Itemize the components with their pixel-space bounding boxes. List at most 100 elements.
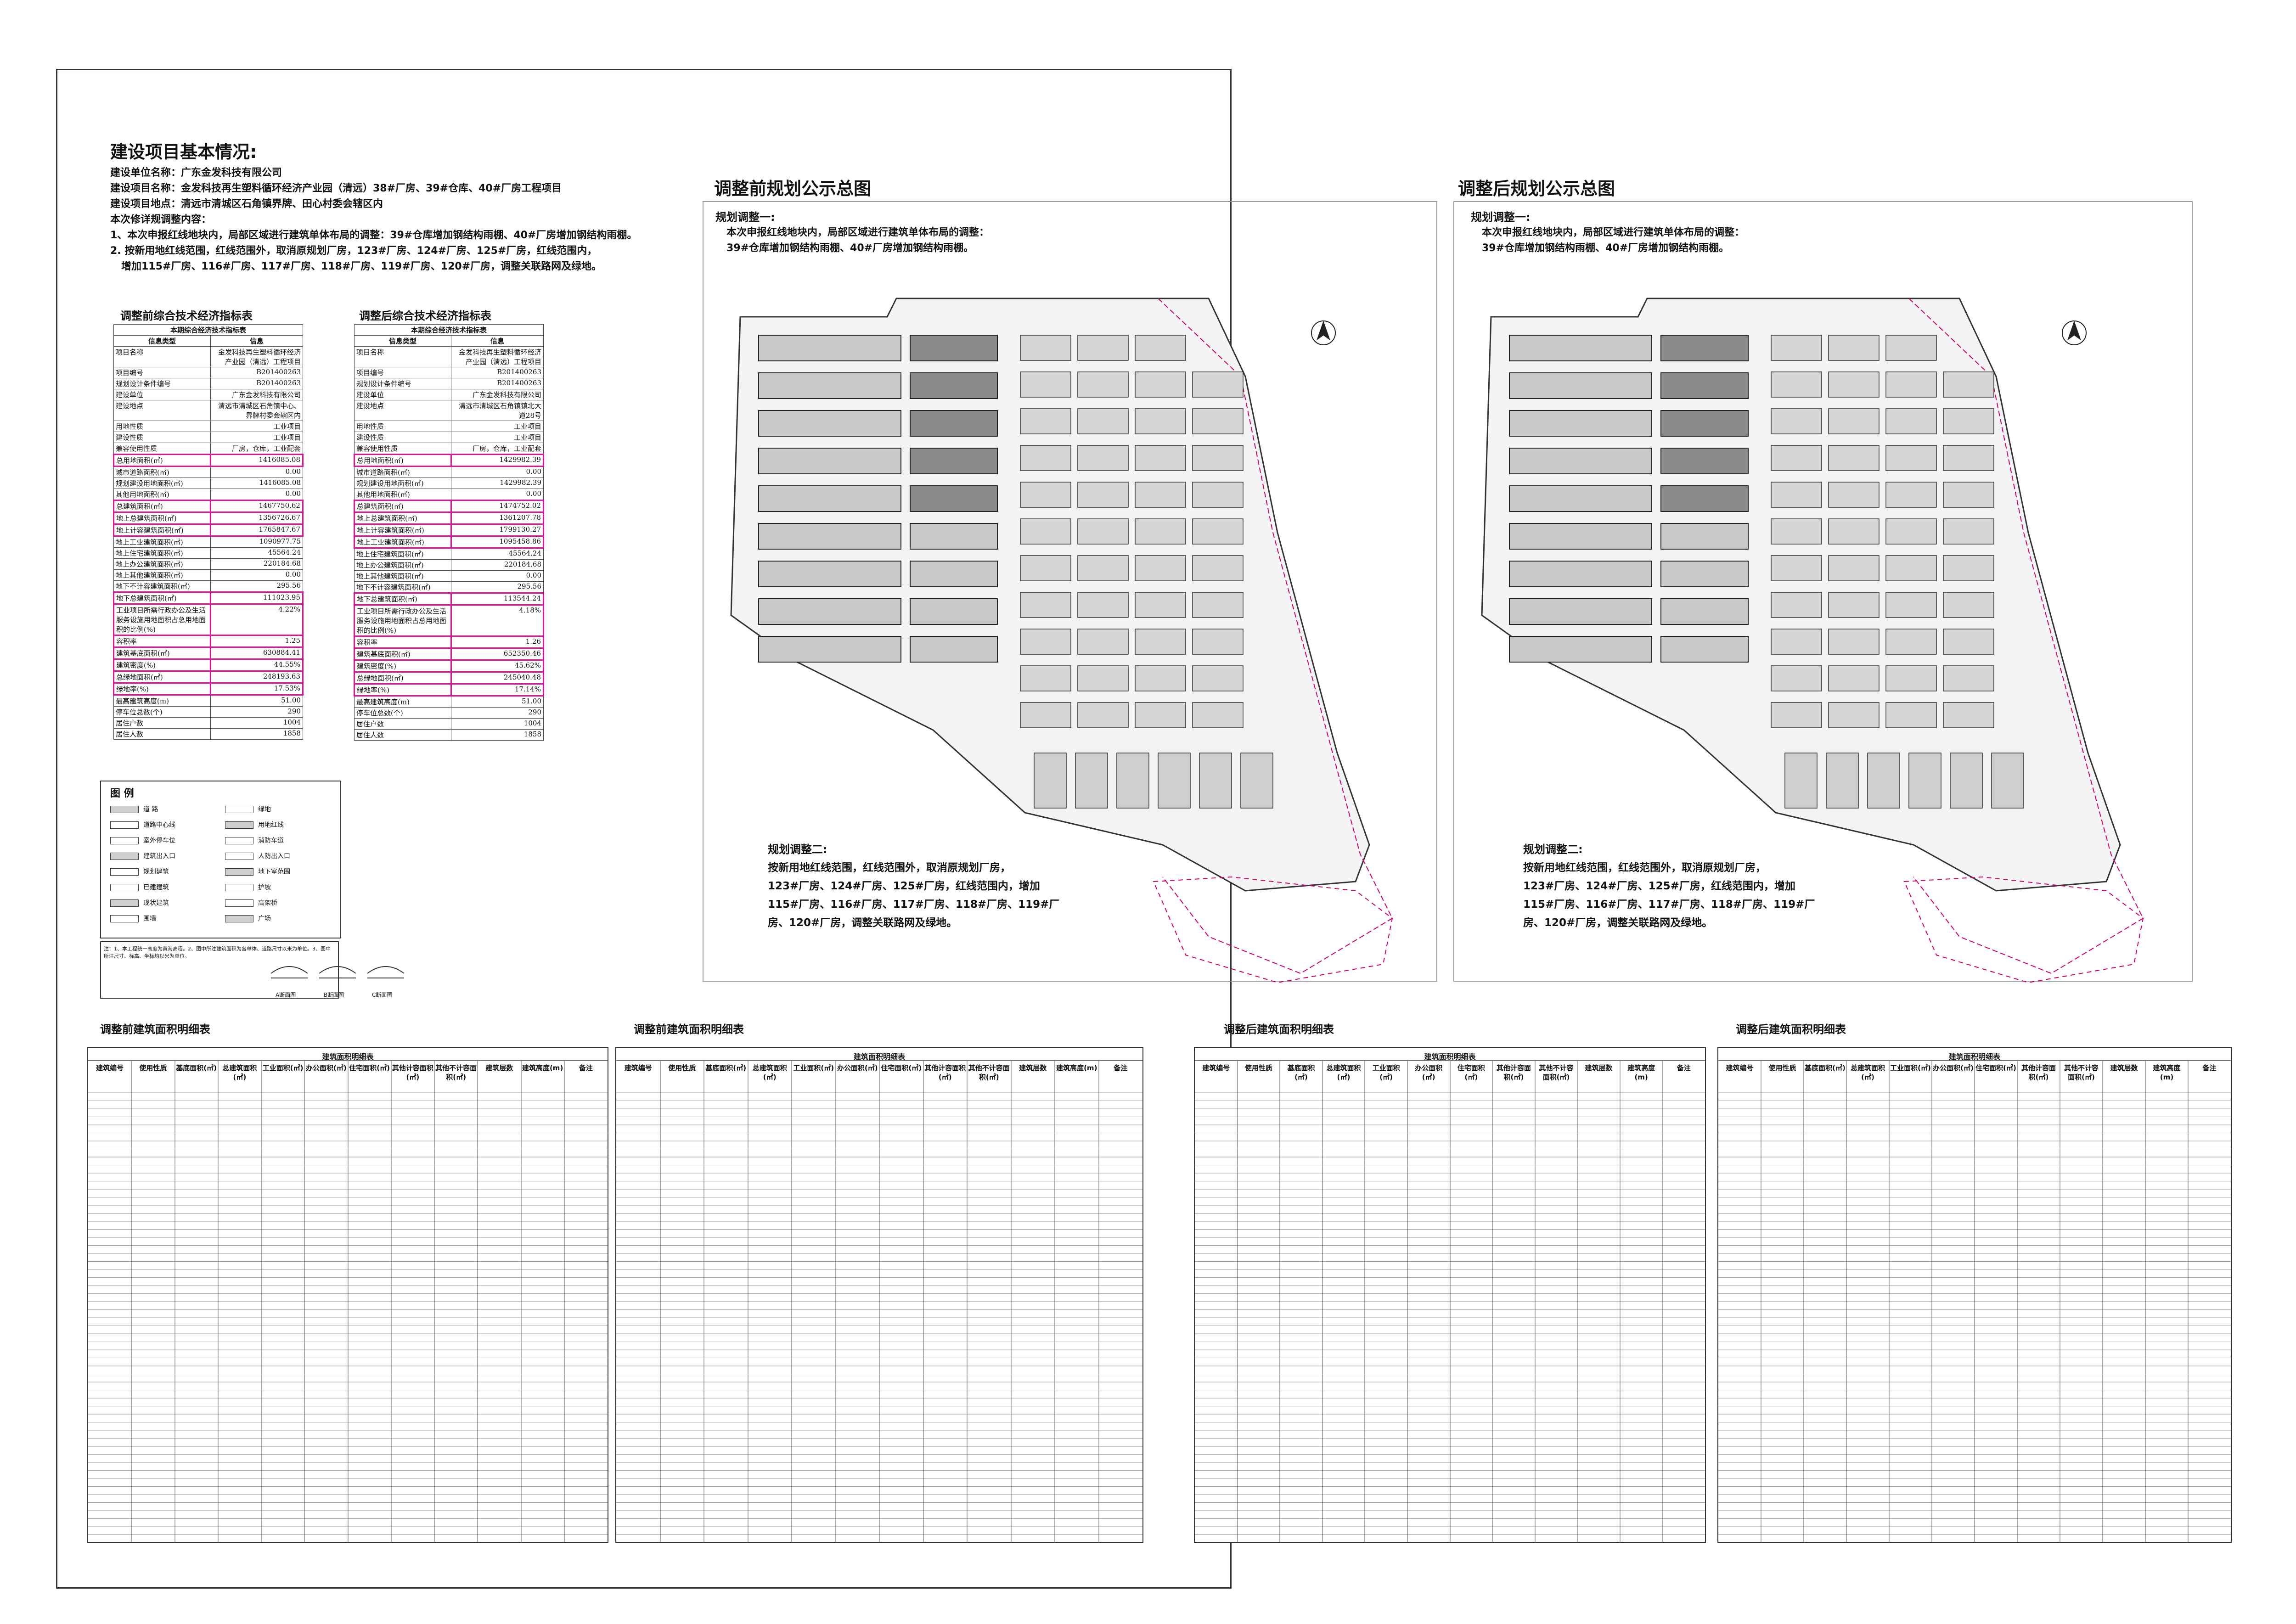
kpi-key: 工业项目所需行政办公及生活服务设施用地面积占总用地面积的比例(%) <box>354 604 452 637</box>
area-col-header: 建筑层数 <box>1585 1064 1613 1072</box>
kpi-col-value: 信息 <box>210 335 303 347</box>
building <box>1509 335 1652 361</box>
plan-before-drawing <box>730 298 1393 983</box>
area-table-1: 建筑面积明细表 建筑编号使用性质基底面积(㎡)总建筑面积(㎡)工业面积(㎡)办公… <box>87 1047 608 1543</box>
kpi-col-value: 信息 <box>451 335 544 347</box>
building <box>1077 592 1129 618</box>
building <box>1943 555 1994 581</box>
basic-line: 建设单位名称：广东金发科技有限公司 <box>110 167 282 179</box>
building <box>1828 702 1880 728</box>
building <box>758 335 901 361</box>
kpi-row: 城市道路面积(㎡)0.00 <box>354 466 544 478</box>
building <box>1135 629 1186 655</box>
building <box>1077 629 1129 655</box>
kpi-value: 295.56 <box>451 581 544 593</box>
kpi-row: 停车位总数(个)290 <box>354 707 544 719</box>
building <box>1192 408 1244 434</box>
kpi-row: 兼容使用性质厂房，仓库，工业配套 <box>113 443 303 455</box>
kpi-row: 地上住宅建筑面积(㎡)45564.24 <box>113 547 303 559</box>
area-col-header: 办公面积(㎡) <box>1933 1064 1974 1072</box>
building <box>910 448 998 474</box>
kpi-value: 厂房，仓库，工业配套 <box>451 443 544 455</box>
kpi-row: 地上工业建筑面积(㎡)1095458.86 <box>354 535 544 549</box>
area-col-header: 基底面积(㎡) <box>1805 1064 1846 1072</box>
building <box>1135 555 1186 581</box>
building <box>1943 665 1994 691</box>
legend-swatch <box>110 899 139 907</box>
north-arrow-icon <box>2067 320 2081 341</box>
area-col-header: 建筑高度(m) <box>2153 1064 2181 1081</box>
kpi-row: 其他用地面积(㎡)0.00 <box>113 489 303 500</box>
kpi-value: 1765847.67 <box>210 523 304 537</box>
kpi-value: 45564.24 <box>210 547 303 559</box>
legend-item: 已建建筑 <box>110 882 169 892</box>
kpi-value: 1.25 <box>210 635 304 648</box>
area-col-header: 使用性质 <box>668 1064 696 1072</box>
legend-swatch <box>110 837 139 844</box>
building <box>1192 592 1244 618</box>
building <box>1885 555 1937 581</box>
building <box>1826 753 1859 809</box>
building <box>1660 448 1749 474</box>
building <box>1192 702 1244 728</box>
legend-swatch <box>110 821 139 829</box>
kpi-value: 220184.68 <box>210 558 303 570</box>
kpi-key: 用地性质 <box>113 421 211 432</box>
kpi-key: 地上办公建筑面积(㎡) <box>354 559 451 571</box>
kpi-key: 总用地面积(㎡) <box>113 454 211 467</box>
kpi-row: 地下总建筑面积(㎡)111023.95 <box>113 591 304 605</box>
kpi-value: 0.00 <box>210 489 303 500</box>
area-table-grid <box>1718 1060 2231 1542</box>
kpi-value: 清远市清城区石角镇镇北大道28号 <box>451 400 544 421</box>
kpi-key: 居住人数 <box>113 728 211 740</box>
kpi-key: 容积率 <box>354 635 452 649</box>
kpi-key: 兼容使用性质 <box>113 443 211 455</box>
building <box>1135 592 1186 618</box>
building <box>1771 702 1822 728</box>
building <box>1075 753 1108 809</box>
area-col-header: 其他不计容面积(㎡) <box>1539 1064 1574 1081</box>
plan-before-adj2: 规划调整二: 按新用地红线范围，红线范围外，取消原规划厂房， 123#厂房、12… <box>768 840 1059 932</box>
legend-swatch <box>110 884 139 891</box>
plan-before-title: 调整前规划公示总图 <box>714 179 872 199</box>
area-col-header: 建筑层数 <box>485 1064 513 1072</box>
kpi-value: 1858 <box>451 729 544 741</box>
red-line <box>1158 298 1393 974</box>
area-col-header: 总建筑面积(㎡) <box>222 1064 257 1081</box>
building <box>1885 445 1937 471</box>
area-table-header: 建筑面积明细表 <box>1948 1052 2000 1061</box>
legend-item: 现状建筑 <box>110 898 169 907</box>
kpi-value: 1858 <box>210 728 303 740</box>
area-col-header: 其他计容面积(㎡) <box>1496 1064 1531 1081</box>
kpi-value: 工业项目 <box>451 432 544 443</box>
building <box>1828 592 1880 618</box>
building <box>910 410 998 437</box>
building <box>1943 371 1994 398</box>
area-col-header: 工业面积(㎡) <box>1890 1064 1931 1072</box>
area-table-2-title: 调整前建筑面积明细表 <box>634 1023 744 1036</box>
kpi-col-key: 信息类型 <box>113 335 211 347</box>
kpi-row: 项目名称金发科技再生塑料循环经济产业园（清远）工程项目 <box>113 346 303 367</box>
building <box>1509 561 1652 587</box>
kpi-key: 规划设计条件编号 <box>113 378 211 389</box>
area-table-4-title: 调整后建筑面积明细表 <box>1736 1023 1846 1036</box>
kpi-value: B201400263 <box>210 367 303 378</box>
kpi-value: 113544.24 <box>450 592 544 606</box>
building <box>1135 482 1186 508</box>
north-arrow-ring <box>1311 320 1336 345</box>
kpi-value: 厂房，仓库，工业配套 <box>210 443 303 455</box>
kpi-key: 地上工业建筑面积(㎡) <box>113 536 211 548</box>
legend-swatch <box>110 868 139 876</box>
building <box>1885 665 1937 691</box>
kpi-row: 最高建筑高度(m)51.00 <box>113 695 303 707</box>
area-table-header: 建筑面积明细表 <box>1424 1052 1476 1061</box>
building <box>1135 518 1186 545</box>
building <box>1116 753 1149 809</box>
building <box>1192 518 1244 545</box>
kpi-key: 规划建设用地面积(㎡) <box>113 478 211 489</box>
kpi-row: 建设性质工业项目 <box>354 432 544 443</box>
